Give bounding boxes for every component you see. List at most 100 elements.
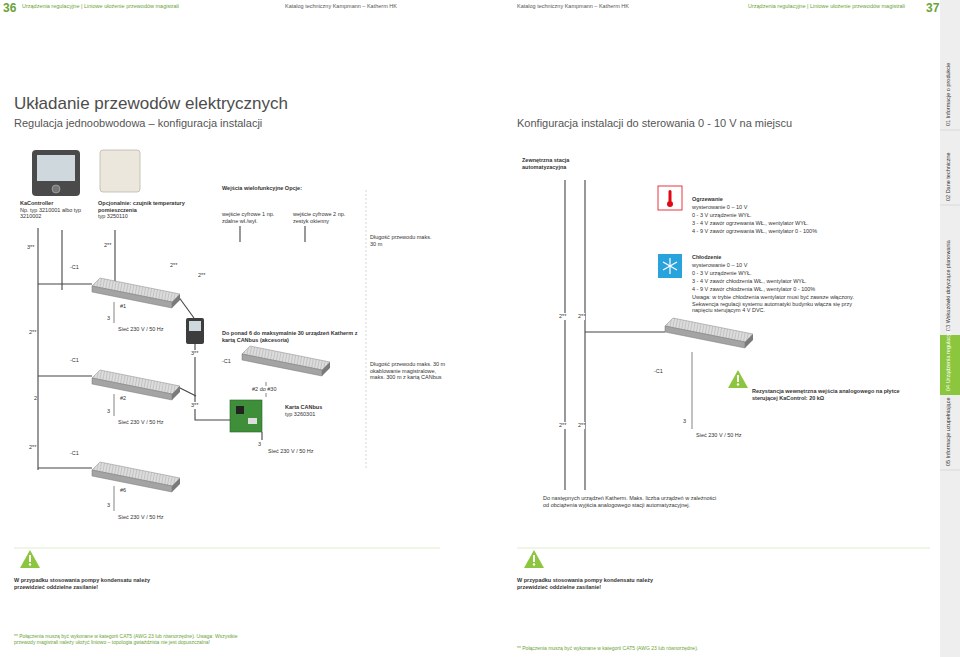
callout-number: 2** [29,329,36,336]
section-tab: 03 Wskazówki dotyczące planowania [945,240,952,331]
callout-number: 3 [258,441,261,448]
annotation-text: Długość przewodu maks. 30 m [370,234,432,247]
annotation-text: Sieć 230 V / 50 Hz [118,419,164,426]
kacontroller-device [32,150,80,196]
cooling-icon [663,262,677,270]
wire [37,228,38,470]
kacontroller-device [37,155,75,181]
device-name: Zewnętrzna stacja automatyzacyjna [522,157,612,170]
room-sensor [100,150,140,192]
annotation-text: ** Połączenia muszą być wykonane w kateg… [14,633,254,645]
annotation-text: W przypadku stosowania pompy kondensatu … [14,577,179,590]
wire [114,230,115,282]
device-name: Karta CANbus [285,404,322,411]
convector [92,278,753,492]
annotation-text: Konfiguracja instalacji do sterowania 0 … [517,117,792,130]
wire [585,331,665,332]
wire [564,180,565,490]
kacontroller-device [52,185,60,193]
wire [61,230,62,290]
callout-number: -C1 [70,264,79,271]
station-label: Zewnętrzna stacja automatyzacyjna [522,157,612,170]
callout-number: 3** [191,350,198,357]
annotation-text: Do następnych urządzeń Katherm. Maks. li… [543,495,718,508]
type-number: typ 3260301 [285,411,322,418]
canbus-card [236,406,244,414]
wire [38,375,92,376]
callout-number: 3 [683,418,686,425]
callout-number: #6 [120,487,126,494]
annotation-text: 3 - 4 V zawór chłodzenia WŁ., wentylator… [692,278,807,285]
power-lead [114,486,115,511]
annotation-text: Rezystancja wewnętrzna wejścia analogowe… [752,388,902,401]
cooling-icon [658,254,682,278]
callout-number: 2** [198,272,205,279]
convector [92,462,180,492]
wire [239,226,240,242]
heating-icon [658,186,682,210]
annotation-text: Urządzenia regulacyjne | Liniowe ułożeni… [22,3,179,10]
separator-line [14,548,440,549]
page-title: Układanie przewodów elektrycznych [14,94,288,114]
annotation-text: Urządzenia regulacyjne | Liniowe ułożeni… [748,3,905,10]
annotation-text: ** Połączenia muszą być wykonane w kateg… [517,645,698,651]
callout-number: #2 [120,395,126,402]
annotation-text: Katalog techniczny Kampmann – Katherm HK [285,3,397,10]
annotation-text: Regulacja jednoobwodowa – konfiguracja i… [14,117,262,130]
callout-number: -C1 [70,450,79,457]
annotation-text: Katalog techniczny Kampmann – Katherm HK [517,3,629,10]
warning-symbol [20,550,40,568]
callout-number: 3 [107,315,110,322]
warning-symbol [20,370,748,568]
wire [195,344,230,420]
annotation-text: Chłodzenie [692,254,721,261]
annotation-text: Sieć 230 V / 50 Hz [118,514,164,521]
callout-number: 2** [578,422,585,429]
power-lead [114,302,692,511]
controller-panel [186,318,204,344]
annotation-text: 4 - 9 V zawór chłodzenia WŁ., wentylator… [692,286,815,293]
wire [261,432,262,440]
section-tab: 05 Informacje uzupełniające [945,398,952,467]
callout-number: 2** [104,242,111,249]
callout-number: 2 [34,395,37,402]
callout-number: 2** [170,262,177,269]
callout-number: #1 [120,303,126,310]
annotation-text: W przypadku stosowania pompy kondensatu … [517,577,682,590]
annotation-text: wysterowanie 0 – 10 V [692,262,747,269]
wire [38,180,665,490]
page-number: 36 [3,1,16,15]
annotation-text: 4 - 9 V zawór ogrzewania WŁ., wentylator… [692,228,817,235]
section-tab: 01 Informacje o produkcie [945,63,952,126]
cooling-icon [663,258,677,274]
separator-line [14,190,930,548]
power-lead [114,394,115,416]
callout-number: -C1 [222,358,231,365]
annotation-text: Sieć 230 V / 50 Hz [696,432,742,439]
annotation-text: wysterowanie 0 – 10 V [692,204,747,211]
annotation-text: 0 - 3 V urządzenie WYŁ. [692,270,752,277]
room-sensor [100,150,140,192]
convector [92,370,180,400]
section-tab: 04 Urządzenia regulacyjne [945,326,952,391]
tab-strip [940,205,960,206]
cooling-icon [663,262,677,270]
heating-icon [669,190,672,202]
heating-icon [667,201,673,207]
convector [665,318,753,348]
callout-number: 3** [27,244,34,251]
callout-number: 3 [107,502,110,509]
section-tab: 02 Dane techniczne [945,152,952,201]
device-label: KaControllerNp. typ 3210001 albo typ 321… [20,200,96,220]
annotation-text: wejście cyfrowe 1 np. zdalne wł./wył. [222,211,284,224]
callout-number: -C1 [654,368,663,375]
heating-icon [658,186,682,210]
wire [38,283,92,284]
power-lead [114,302,115,323]
device-name: KaController [20,200,96,207]
power-lead [692,352,693,429]
separator-line [366,190,367,470]
callout-number: 2** [559,422,566,429]
callout-number: 2** [578,313,585,320]
wire [584,180,585,490]
